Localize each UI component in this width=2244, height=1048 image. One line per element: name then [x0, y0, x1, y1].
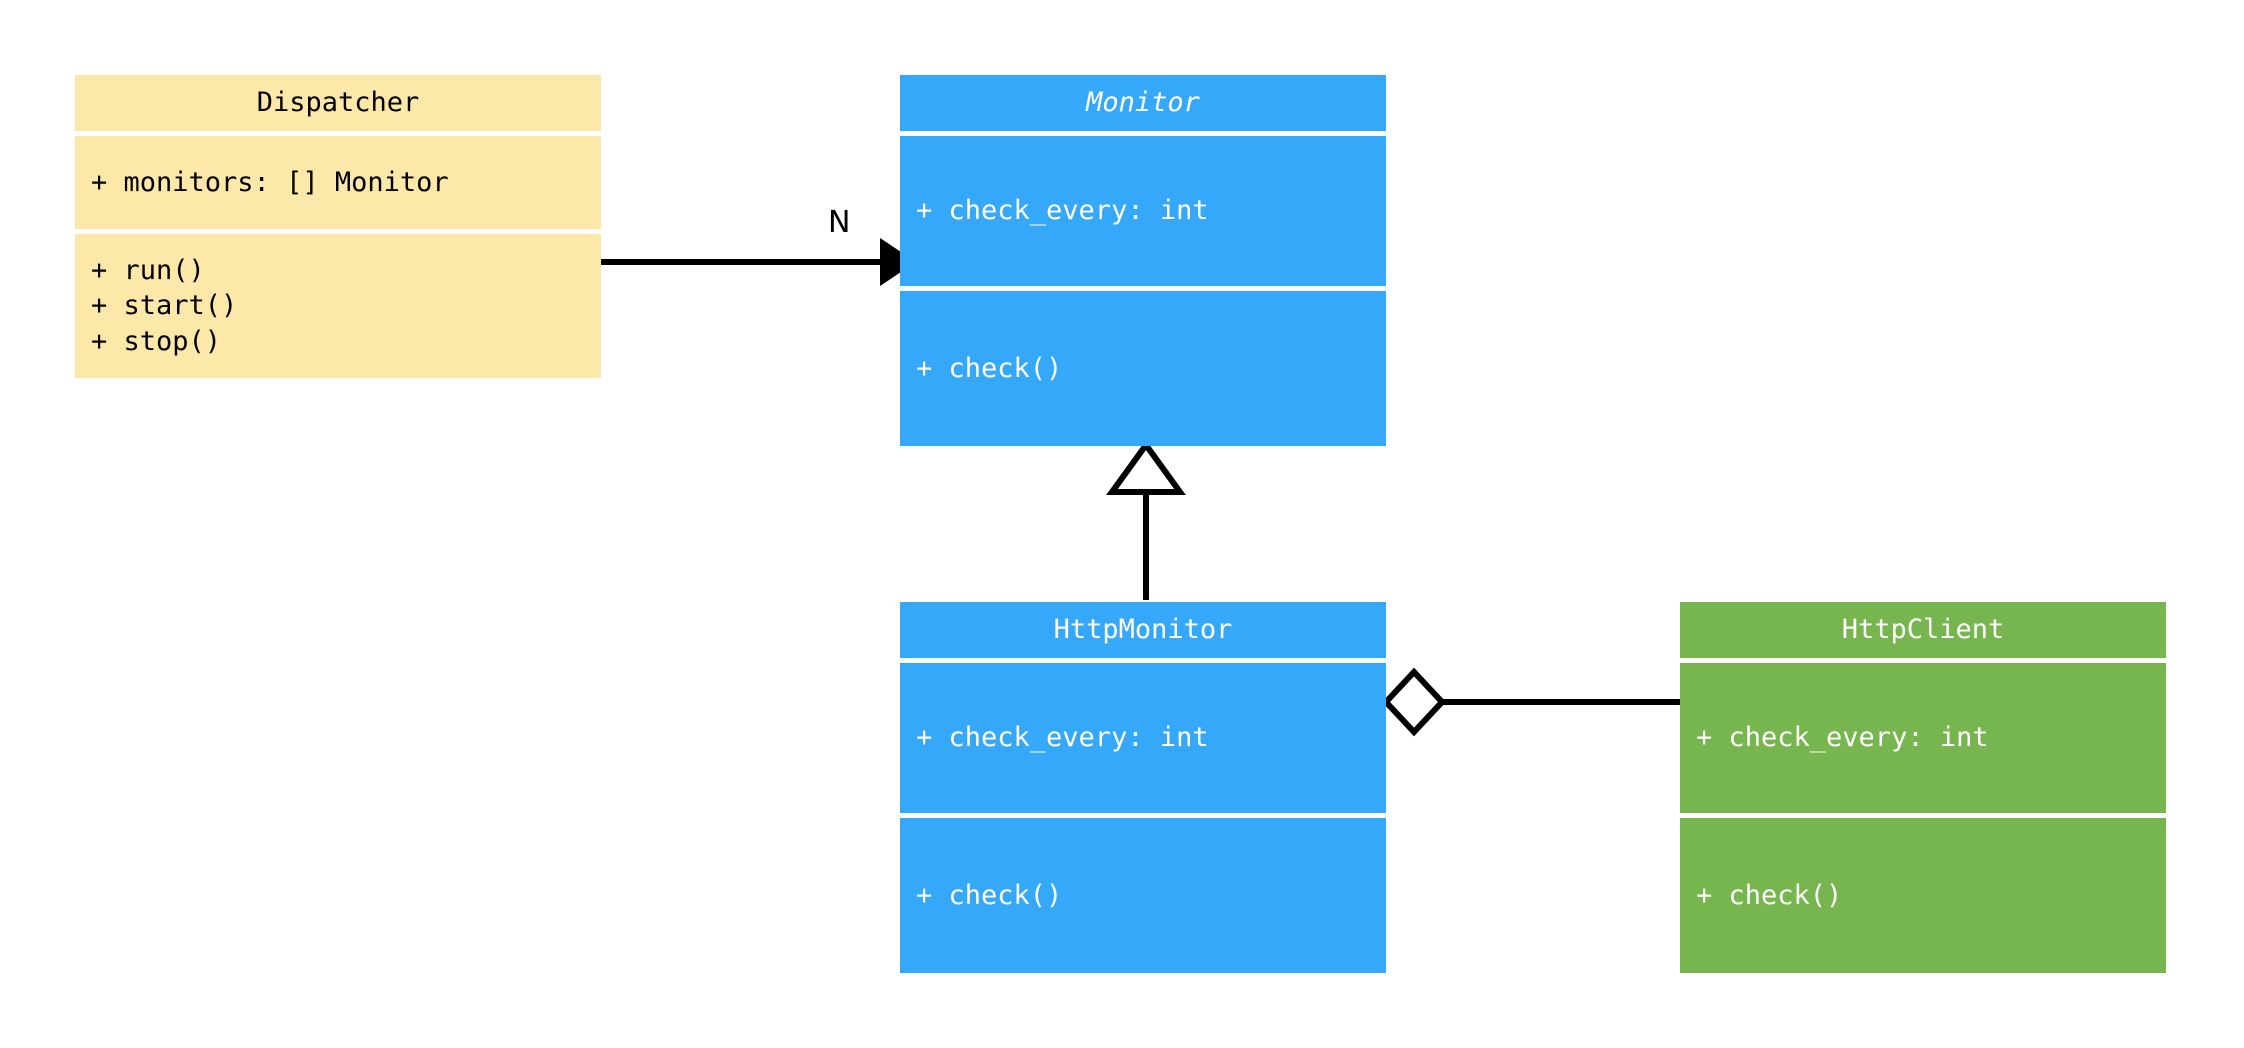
- class-name-httpmonitor: HttpMonitor: [1053, 614, 1233, 646]
- attribute-row: + check_every: int: [916, 195, 1209, 227]
- attributes-compartment-httpclient: + check_every: int: [1680, 663, 2166, 813]
- hollow-triangle-icon: [1106, 439, 1186, 495]
- method-row: + check(): [916, 879, 1063, 911]
- uml-class-httpclient[interactable]: HttpClient + check_every: int + check(): [1680, 602, 2166, 973]
- methods-compartment-dispatcher: + run() + start() + stop(): [75, 234, 601, 378]
- class-header-dispatcher: Dispatcher: [75, 75, 601, 131]
- uml-class-dispatcher[interactable]: Dispatcher + monitors: [] Monitor + run(…: [75, 75, 601, 378]
- methods-compartment-httpmonitor: + check(): [900, 818, 1386, 973]
- hollow-diamond-icon: [1381, 667, 1447, 737]
- class-header-httpclient: HttpClient: [1680, 602, 2166, 658]
- aggregation-httpmonitor-httpclient: [1381, 667, 1680, 737]
- method-row: + start(): [91, 290, 238, 322]
- class-header-httpmonitor: HttpMonitor: [900, 602, 1386, 658]
- generalization-httpmonitor-monitor: [1106, 439, 1186, 600]
- method-row: + stop(): [91, 325, 222, 357]
- association-multiplicity-label: N: [828, 205, 851, 240]
- method-row: + check(): [1696, 879, 1843, 911]
- class-name-dispatcher: Dispatcher: [256, 87, 420, 119]
- method-row: + run(): [91, 254, 205, 286]
- class-name-httpclient: HttpClient: [1841, 614, 2005, 646]
- attribute-row: + check_every: int: [916, 722, 1209, 754]
- class-name-monitor: Monitor: [1086, 87, 1200, 119]
- attributes-compartment-httpmonitor: + check_every: int: [900, 663, 1386, 813]
- attribute-row: + check_every: int: [1696, 722, 1989, 754]
- uml-class-monitor[interactable]: Monitor + check_every: int + check(): [900, 75, 1386, 446]
- methods-compartment-monitor: + check(): [900, 291, 1386, 446]
- association-dispatcher-monitor: [601, 238, 916, 286]
- attributes-compartment-monitor: + check_every: int: [900, 136, 1386, 286]
- class-header-monitor: Monitor: [900, 75, 1386, 131]
- uml-class-httpmonitor[interactable]: HttpMonitor + check_every: int + check(): [900, 602, 1386, 973]
- attributes-compartment-dispatcher: + monitors: [] Monitor: [75, 136, 601, 229]
- method-row: + check(): [916, 352, 1063, 384]
- attribute-row: + monitors: [] Monitor: [91, 166, 449, 198]
- methods-compartment-httpclient: + check(): [1680, 818, 2166, 973]
